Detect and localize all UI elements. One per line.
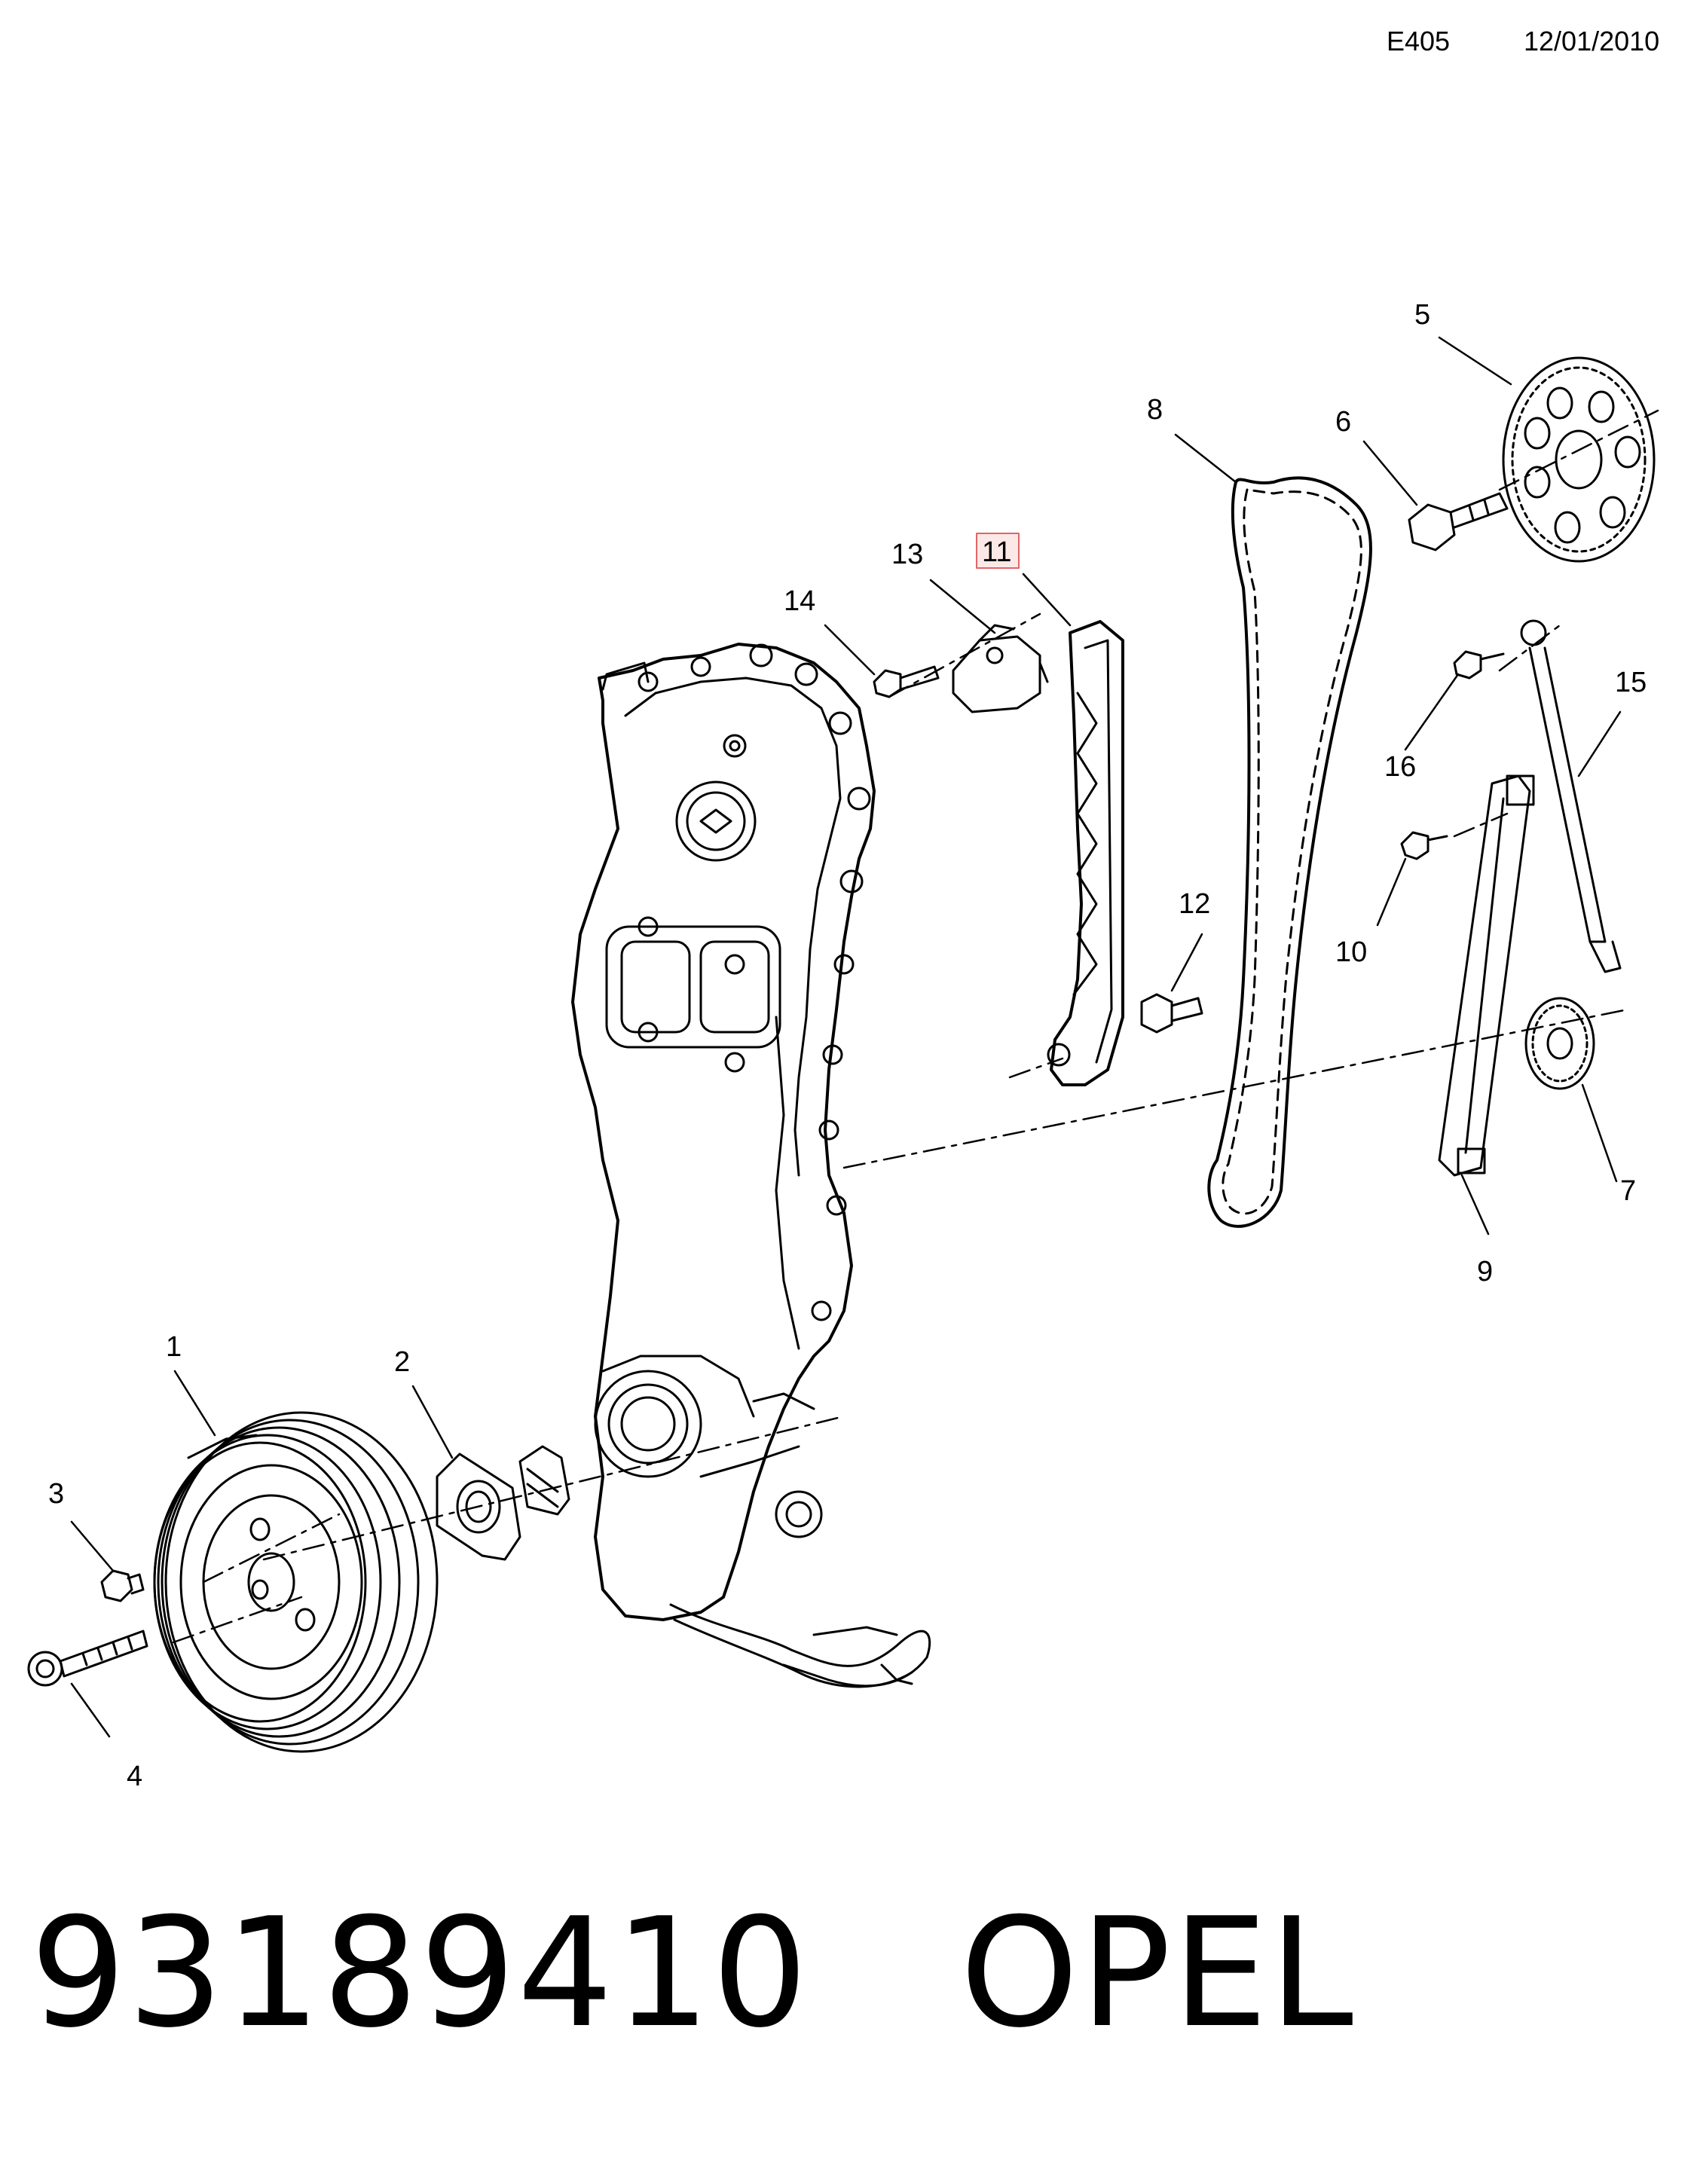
guide-rod <box>1520 619 1622 973</box>
diagram-code: E405 <box>1387 26 1451 57</box>
callout-12: 12 <box>1179 888 1210 920</box>
callout-15: 15 <box>1615 667 1647 698</box>
callout-11-highlight <box>976 533 1020 569</box>
callout-7: 7 <box>1620 1175 1636 1207</box>
cam-sprocket <box>1502 356 1656 563</box>
callout-labels: 1 2 3 4 5 6 7 8 9 10 11 12 13 14 15 16 <box>48 299 1647 1792</box>
callout-1: 1 <box>166 1331 182 1363</box>
callout-2: 2 <box>394 1346 410 1378</box>
tensioner-guide-rail <box>1047 620 1124 1086</box>
guide-bolt-16 <box>1453 650 1505 680</box>
part-number: 93189410 <box>30 1886 809 2061</box>
callout-8: 8 <box>1147 394 1163 426</box>
guide-stud <box>1140 993 1203 1034</box>
callout-9: 9 <box>1477 1256 1493 1287</box>
timing-chain <box>1207 476 1372 1228</box>
tensioner-bolt <box>873 665 940 698</box>
timing-cover <box>571 643 931 1688</box>
pulley-nut <box>100 1569 145 1602</box>
callout-4: 4 <box>127 1761 142 1792</box>
exploded-view-drawing: 1 2 3 4 5 6 7 8 9 10 11 12 13 14 15 16 <box>27 299 1659 1792</box>
diagram-date: 12/01/2010 <box>1524 26 1660 57</box>
callout-13: 13 <box>891 539 923 570</box>
callout-14: 14 <box>784 585 815 617</box>
leader-lines <box>70 336 1622 1738</box>
callout-3: 3 <box>48 1478 64 1510</box>
callout-16: 16 <box>1384 751 1416 783</box>
crank-bolt <box>27 1630 148 1687</box>
guide-bolt-10 <box>1400 831 1448 860</box>
axis-lines <box>172 409 1659 1644</box>
crankshaft-pulley <box>153 1411 439 1753</box>
crank-adapter <box>436 1445 570 1561</box>
chain-tensioner <box>952 624 1049 713</box>
callout-6: 6 <box>1335 406 1351 438</box>
fixed-guide <box>1438 774 1535 1177</box>
brand-name: OPEL <box>959 1886 1355 2061</box>
crank-sprocket <box>1524 997 1595 1090</box>
callout-5: 5 <box>1414 299 1430 331</box>
cam-bolt <box>1408 492 1509 551</box>
callout-10: 10 <box>1335 936 1367 968</box>
callout-11: 11 <box>982 536 1011 568</box>
